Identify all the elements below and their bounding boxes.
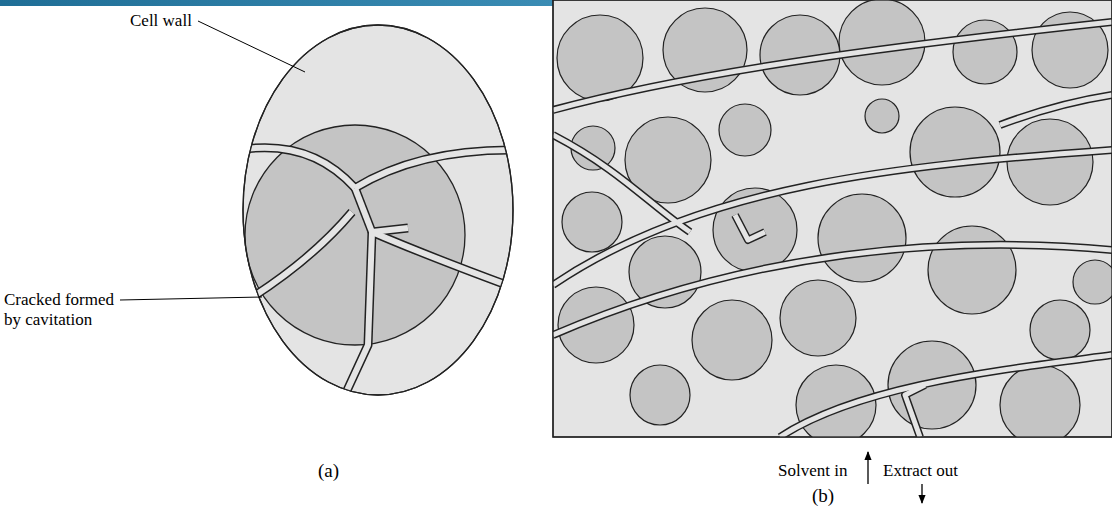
flow-arrow bbox=[921, 484, 922, 503]
panel-label: (b) bbox=[812, 485, 834, 507]
flow-arrow bbox=[867, 452, 868, 484]
leader-line bbox=[198, 21, 305, 72]
leader-line bbox=[120, 297, 262, 300]
single-cell bbox=[238, 25, 520, 410]
panel-label: (a) bbox=[318, 460, 339, 482]
flow-label: Extract out bbox=[883, 461, 958, 481]
slide-band bbox=[0, 0, 553, 6]
part-label: Cell wall bbox=[130, 11, 192, 31]
part-label: Cracked formed by cavitation bbox=[4, 290, 122, 330]
cell-bed bbox=[553, 0, 1112, 445]
flow-label: Solvent in bbox=[778, 461, 847, 481]
